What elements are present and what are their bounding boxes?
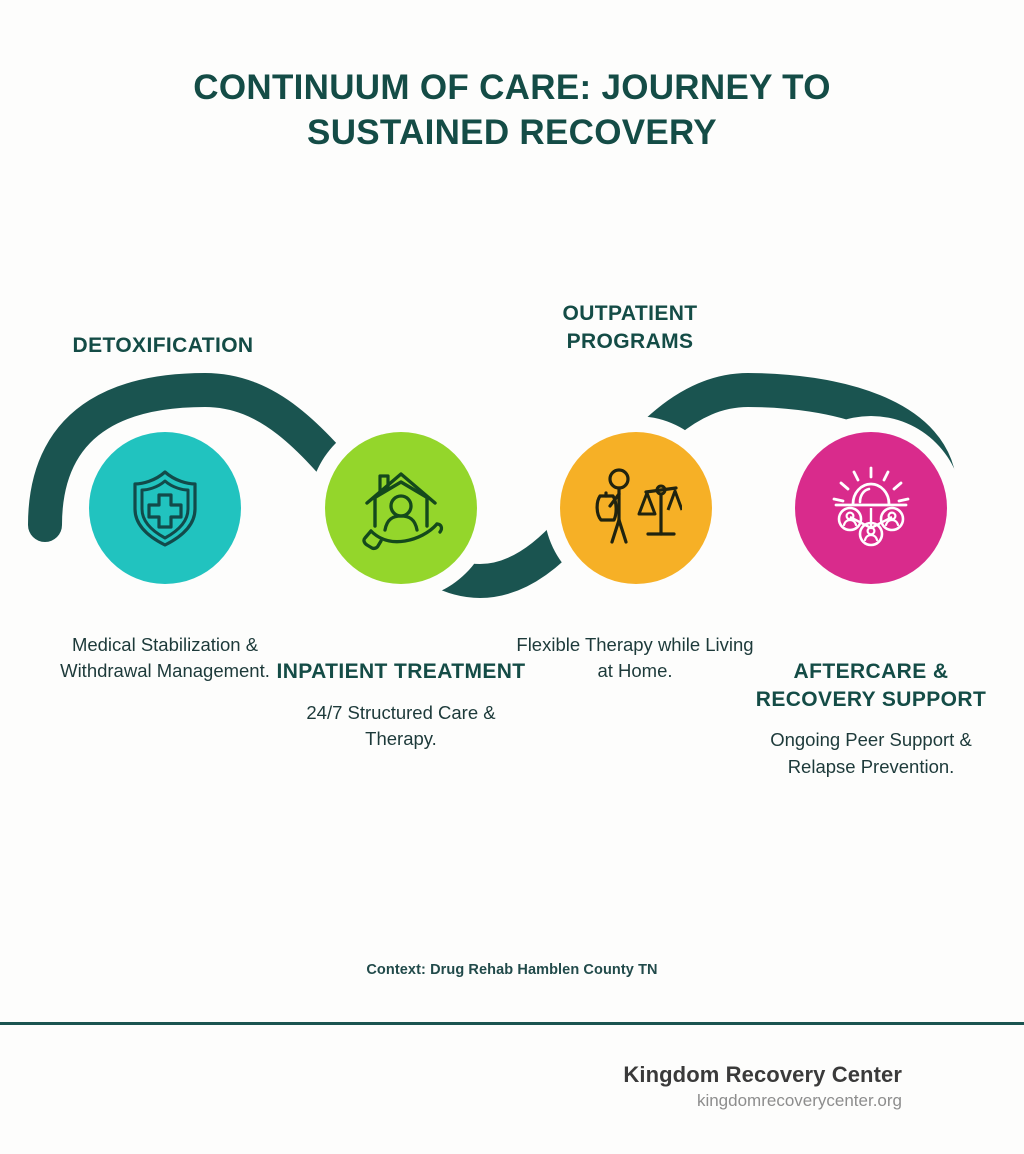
- stage-heading-outpatient: OUTPATIENT PROGRAMS: [562, 302, 698, 353]
- stage-icon-circle-aftercare[interactable]: [795, 432, 947, 584]
- stage-heading-inpatient: INPATIENT TREATMENT: [276, 660, 526, 683]
- stage-icon-circle-outpatient[interactable]: [560, 432, 712, 584]
- context-note: Context: Drug Rehab Hamblen County TN: [366, 962, 658, 978]
- sunrise-peer-network-icon: [832, 466, 910, 547]
- stage-description-inpatient: 24/7 Structured Care & Therapy.: [306, 701, 496, 749]
- stage-text-detoxification: Medical Stabilization & Withdrawal Manag…: [40, 632, 290, 685]
- stage-description-detoxification: Medical Stabilization & Withdrawal Manag…: [60, 634, 270, 682]
- footer-divider: [0, 1022, 1024, 1025]
- stage-icon-circle-detoxification[interactable]: [89, 432, 241, 584]
- person-with-scales-icon: [595, 468, 682, 544]
- page-title: CONTINUUM OF CARE: JOURNEY TO SUSTAINED …: [0, 66, 1024, 156]
- stage-heading-block-outpatient: OUTPATIENT PROGRAMS: [505, 300, 755, 355]
- stage-description-outpatient: Flexible Therapy while Living at Home.: [516, 634, 754, 682]
- stage-icon-circle-inpatient[interactable]: [325, 432, 477, 584]
- stage-text-inpatient: INPATIENT TREATMENT 24/7 Structured Care…: [276, 658, 526, 752]
- stage-heading-detoxification: DETOXIFICATION: [72, 334, 254, 357]
- brand-name: Kingdom Recovery Center: [623, 1062, 902, 1087]
- stage-text-outpatient: Flexible Therapy while Living at Home.: [510, 632, 760, 685]
- shield-medical-cross-icon: [133, 470, 197, 547]
- stage-detoxification: DETOXIFICATION: [38, 332, 288, 360]
- journey-flow: DETOXIFICATION Medical Stabilization & W…: [0, 280, 1024, 940]
- title-line-1: CONTINUUM OF CARE: JOURNEY TO: [193, 68, 831, 107]
- stage-heading-aftercare: AFTERCARE & RECOVERY SUPPORT: [755, 660, 987, 711]
- footer-branding: Kingdom Recovery Center kingdomrecoveryc…: [623, 1062, 902, 1111]
- stage-text-aftercare: AFTERCARE & RECOVERY SUPPORT Ongoing Pee…: [746, 658, 996, 780]
- title-line-2: SUSTAINED RECOVERY: [307, 112, 717, 152]
- house-in-hand-icon: [362, 472, 444, 551]
- stage-description-aftercare: Ongoing Peer Support & Relapse Preventio…: [770, 729, 972, 777]
- brand-url[interactable]: kingdomrecoverycenter.org: [696, 1091, 902, 1110]
